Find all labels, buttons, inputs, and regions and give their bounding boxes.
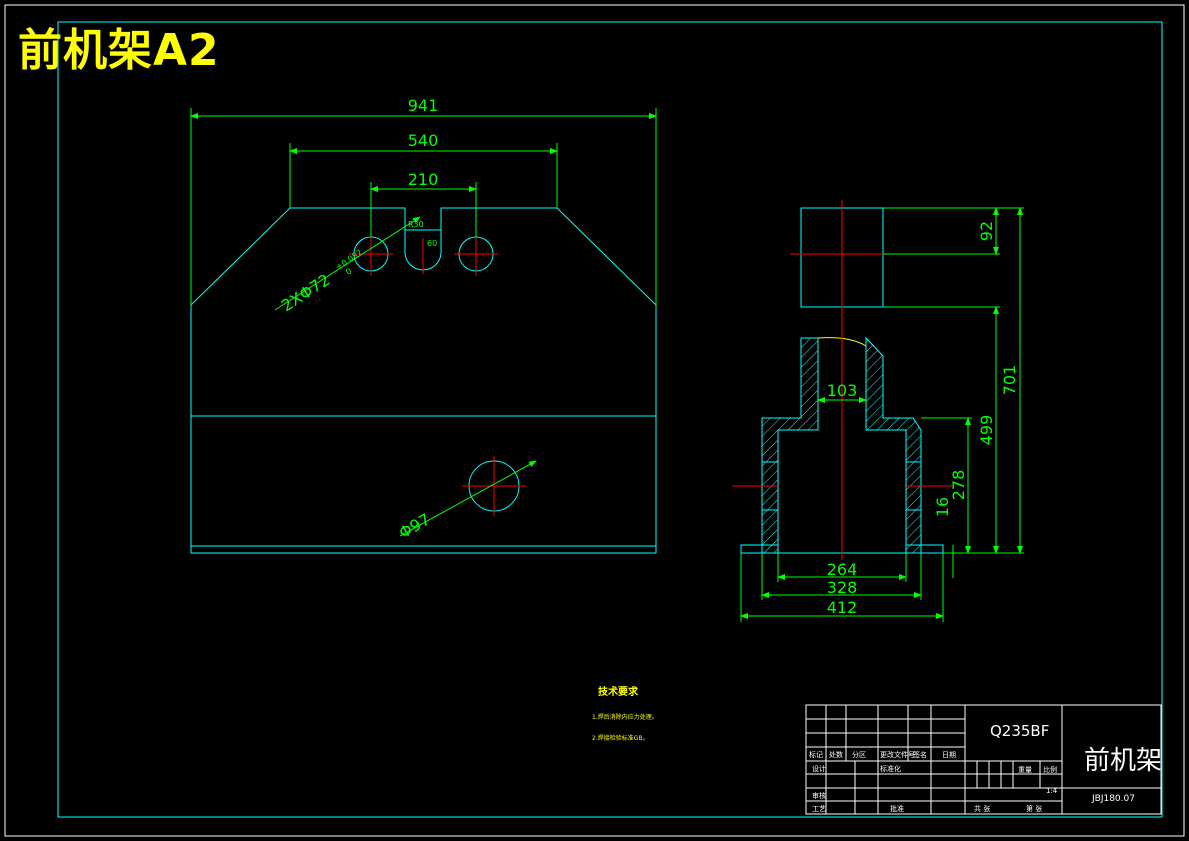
front-outline: [190, 207, 657, 554]
tb-count: 处数: [829, 751, 843, 759]
drawing-frame: [57, 21, 1163, 818]
dim-328: 328: [827, 578, 858, 597]
tb-ratio: 比例: [1043, 766, 1057, 774]
tb-review: 审核: [812, 792, 826, 800]
tb-zone: 分区: [852, 751, 866, 759]
side-right-wall: [865, 336, 922, 554]
side-base-right: [905, 544, 944, 554]
dim-hole-tol2: 0: [344, 266, 353, 276]
side-base-left: [740, 544, 779, 554]
tech-req-title: 技术要求: [598, 687, 638, 698]
tech-req-line-2: 2.焊接检验标准GB。: [592, 735, 649, 742]
dim-slot-w: 60: [427, 239, 437, 248]
dim-210: 210: [408, 170, 439, 189]
drawing-number: JBJ180.07: [1092, 794, 1135, 804]
dim-slot-r: R30: [408, 220, 424, 229]
tb-weight: 重量: [1018, 766, 1032, 774]
side-dim-text: 92 701 499 278 16 103 264 328 412: [827, 221, 1019, 617]
tb-standardize: 标准化: [880, 765, 901, 773]
side-top-arc: [817, 337, 867, 347]
title-block: [805, 704, 1162, 815]
dim-92: 92: [977, 221, 996, 241]
material-label: Q235BF: [990, 722, 1050, 740]
dim-941: 941: [408, 96, 439, 115]
dim-103: 103: [827, 381, 858, 400]
front-dimensions: [190, 108, 657, 537]
tb-total-sheets: 共 张: [974, 805, 991, 813]
tb-approve: 批准: [890, 805, 904, 813]
front-centerlines: [349, 232, 526, 516]
front-dim-text: 941 540 210 2XΦ72 +0.087 0 R30 60 Φ97: [278, 96, 438, 542]
dim-hole-dia: 2XΦ72: [278, 270, 334, 315]
dim-278: 278: [949, 470, 968, 501]
tb-date: 日期: [942, 751, 956, 759]
dim-264: 264: [827, 560, 858, 579]
tb-process: 工艺: [812, 805, 826, 813]
outer-border: [4, 4, 1185, 837]
dim-412: 412: [827, 598, 858, 617]
scale-value: 1:4: [1046, 787, 1058, 795]
tb-sheet-no: 第 张: [1026, 805, 1043, 813]
part-name: 前机架: [1084, 746, 1163, 776]
tb-design: 设计: [812, 765, 826, 773]
tb-change-doc: 更改文件号: [880, 751, 915, 759]
dim-540: 540: [408, 131, 439, 150]
page-title: 前机架A2: [18, 25, 220, 76]
tb-sign: 签名: [913, 751, 927, 759]
dim-701: 701: [1000, 365, 1019, 396]
tb-mark: 标记: [809, 751, 823, 759]
side-centerlines: [732, 200, 952, 560]
side-left-wall: [761, 337, 819, 554]
dim-phi97: Φ97: [396, 510, 434, 543]
tech-req-line-1: 1.焊后消除内应力处理。: [592, 714, 658, 721]
dim-499: 499: [977, 415, 996, 446]
side-dimensions: [740, 207, 1024, 622]
dim-16: 16: [933, 497, 952, 517]
